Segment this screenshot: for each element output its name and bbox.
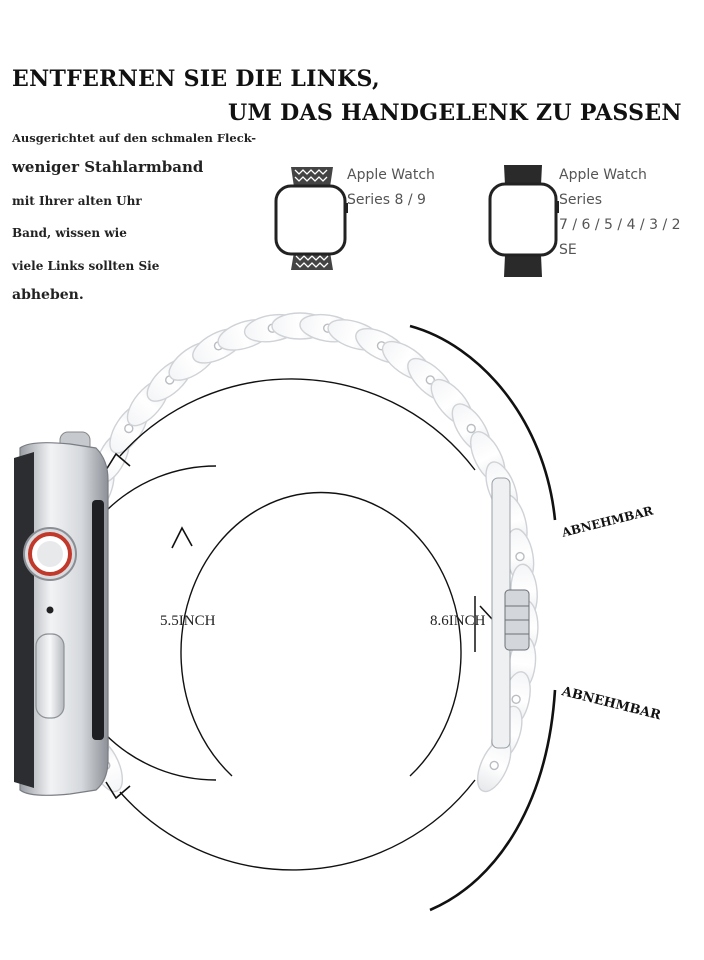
- model-left-line-1: Apple Watch: [347, 167, 435, 183]
- instruction-line-2: weniger Stahlarmband: [12, 158, 204, 176]
- heading-line-2: UM DAS HANDGELENK ZU PASSEN: [228, 100, 682, 126]
- inner-measure-label: 5.5INCH: [160, 613, 216, 629]
- heading-line-1: ENTFERNEN SIE DIE LINKS,: [12, 66, 380, 92]
- outer-measure-label: 8.6INCH: [430, 613, 486, 629]
- model-right-label: Apple Watch Series 7 / 6 / 5 / 4 / 3 / 2…: [559, 163, 681, 263]
- removable-bracket-top: [409, 324, 557, 521]
- arrow-heads: [105, 452, 193, 800]
- link-pin: [511, 694, 521, 704]
- link-pin: [124, 423, 134, 434]
- model-left-line-2: Series 8 / 9: [347, 192, 426, 208]
- instruction-line-1: Ausgerichtet auf den schmalen Fleck-: [12, 131, 256, 145]
- link-pin: [466, 423, 476, 434]
- model-right-line-1: Apple Watch: [559, 167, 647, 183]
- instruction-line-6: abheben.: [12, 287, 84, 303]
- inner-arc: [58, 465, 217, 781]
- model-left-label: Apple Watch Series 8 / 9: [347, 163, 435, 213]
- outer-arc: [119, 378, 476, 871]
- link-pin: [489, 760, 499, 771]
- braided-watch-icon: [274, 167, 348, 270]
- microphone-icon: [46, 606, 54, 614]
- steel-band: [61, 312, 539, 793]
- inner-circle: [180, 491, 462, 777]
- side-button: [35, 633, 65, 719]
- butterfly-clasp-icon: [491, 477, 530, 749]
- model-right-line-2: Series: [559, 192, 603, 208]
- removable-bracket-bottom: [429, 689, 557, 912]
- instruction-line-3: mit Ihrer alten Uhr: [12, 194, 142, 208]
- instruction-line-4: Band, wissen wie: [12, 226, 127, 240]
- instruction-line-5: viele Links sollten Sie: [12, 259, 160, 273]
- watch-case: [14, 431, 109, 796]
- sport-watch-icon: [488, 165, 559, 277]
- model-right-line-3: 7 / 6 / 5 / 4 / 3 / 2: [559, 217, 681, 233]
- model-right-line-4: SE: [559, 242, 577, 258]
- digital-crown-icon: [23, 527, 77, 581]
- link-pin: [515, 551, 525, 562]
